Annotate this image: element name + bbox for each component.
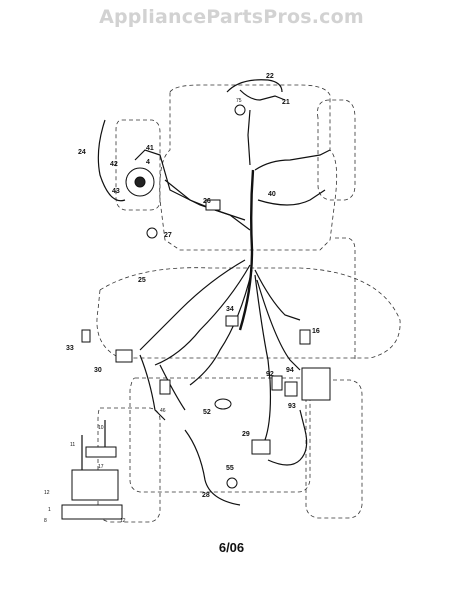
callout-55: 55 (226, 465, 234, 472)
ring-terminal-icon (234, 104, 246, 116)
callout-92: 92 (266, 371, 274, 378)
callout-16: 16 (312, 328, 320, 335)
callout-28: 28 (202, 492, 210, 499)
callout-1: 1 (48, 507, 51, 513)
callout-52: 52 (203, 409, 211, 416)
callout-27: 27 (164, 232, 172, 239)
switch-icon (299, 329, 311, 345)
solenoid-icon (251, 439, 271, 455)
diode-icon (214, 398, 232, 410)
callout-4: 4 (146, 159, 150, 166)
callout-75: 75 (236, 98, 242, 104)
fuse-icon (159, 379, 171, 395)
callout-17: 17 (98, 464, 104, 470)
callout-12-top: 12 (44, 490, 50, 496)
callout-93: 93 (288, 403, 296, 410)
bolt-icon (226, 477, 238, 489)
battery-icon (71, 469, 119, 501)
callout-11: 11 (70, 442, 75, 448)
wiring-harness (81, 79, 331, 506)
callout-40: 40 (268, 191, 276, 198)
callout-25: 25 (138, 277, 146, 284)
module-icon (271, 375, 283, 391)
relay-icon (225, 315, 239, 327)
battery-tray-icon (61, 504, 123, 520)
callout-42: 42 (110, 161, 118, 168)
callout-26: 26 (203, 198, 211, 205)
callout-24: 24 (78, 149, 86, 156)
battery-bracket-icon (85, 446, 117, 458)
callout-10: 10 (98, 425, 104, 431)
ground-screw-icon (146, 227, 158, 239)
callout-34: 34 (226, 306, 234, 313)
callout-labels: 22 21 75 24 42 41 4 43 40 26 27 25 34 16… (44, 73, 320, 524)
callout-29: 29 (242, 431, 250, 438)
callout-21: 21 (282, 99, 290, 106)
watermark: AppliancePartsPros.com (99, 6, 364, 28)
callout-33: 33 (66, 345, 74, 352)
callout-94: 94 (286, 367, 294, 374)
connector-icon (205, 199, 221, 211)
callout-41: 41 (146, 145, 154, 152)
callout-46: 46 (160, 408, 166, 414)
seat-switch-icon (301, 367, 331, 401)
callout-43: 43 (112, 188, 120, 195)
clip-icon (81, 329, 91, 343)
parts (61, 104, 331, 520)
plug-icon (115, 349, 133, 363)
callout-22: 22 (266, 73, 274, 80)
plunger-icon (284, 381, 298, 397)
callout-8: 8 (44, 518, 47, 524)
callout-12-bottom: 12 (120, 518, 126, 524)
callout-30: 30 (94, 367, 102, 374)
page-date: 6/06 (218, 540, 245, 555)
